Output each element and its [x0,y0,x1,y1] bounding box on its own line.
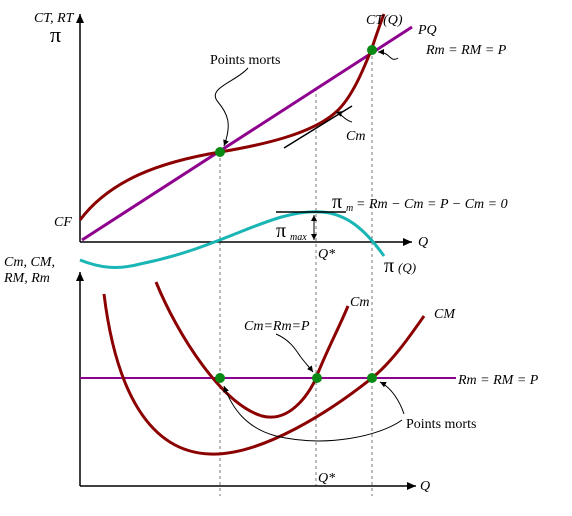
cm-tangent-label: Cm [346,129,365,144]
svg-text:(Q): (Q) [398,260,416,275]
pi-max-label: π max [276,220,307,243]
average-cost-curve [102,293,426,456]
bottom-y-axis-label-1: Cm, CM, [4,255,55,270]
bottom-x-axis-label: Q [420,479,430,494]
svg-text:m: m [346,203,353,214]
q-star-label-top: Q* [318,247,335,262]
bottom-y-axis-label-2: RM, Rm [3,271,50,286]
marginal-cost-curve [154,281,350,419]
breakeven-point-top-1 [215,147,225,157]
top-y-axis-label: CT, RT [34,11,75,26]
cm-arrow [335,111,353,123]
breakeven-point-bottom-1 [215,373,225,383]
cm-eq-label: Cm=Rm=P [244,319,310,334]
pi-q-label: π (Q) [384,255,416,277]
svg-text:max: max [290,232,307,243]
profit-curve [79,210,386,269]
top-x-axis-label: Q [418,235,428,250]
price-line-label: Rm = RM = P [457,373,539,388]
points-morts-arrow-bottom-1 [223,385,403,442]
cm-tangent-line [283,105,353,149]
profit-max-point [312,373,322,383]
revenue-line-pq [81,25,413,242]
pq-label: PQ [417,23,437,38]
q-star-label-bottom: Q* [318,471,335,486]
pi-m-equation: π m = Rm − Cm = P − Cm = 0 [332,191,508,214]
svg-text:= Rm − Cm = P − Cm = 0: = Rm − Cm = P − Cm = 0 [356,197,508,212]
cm-label: Cm [350,295,369,310]
ct-label: CT(Q) [366,13,403,28]
points-morts-label-bottom: Points morts [406,417,476,432]
cm-eq-arrow [275,333,314,373]
points-morts-arrow-top [214,67,249,147]
cf-label: CF [54,215,72,230]
points-morts-label-top: Points morts [210,53,280,68]
svg-text:π: π [276,220,286,242]
total-cost-curve [78,13,386,221]
points-morts-arrow-bottom-2 [379,381,405,415]
svg-text:π: π [332,191,342,213]
breakeven-point-top-2 [367,45,377,55]
breakeven-point-bottom-2 [367,373,377,383]
svg-text:π: π [384,255,394,277]
rm-arrow-top [377,49,399,60]
top-y-axis-pi: π [50,22,61,47]
rm-label-top: Rm = RM = P [425,43,507,58]
cmavg-label: CM [434,307,456,322]
